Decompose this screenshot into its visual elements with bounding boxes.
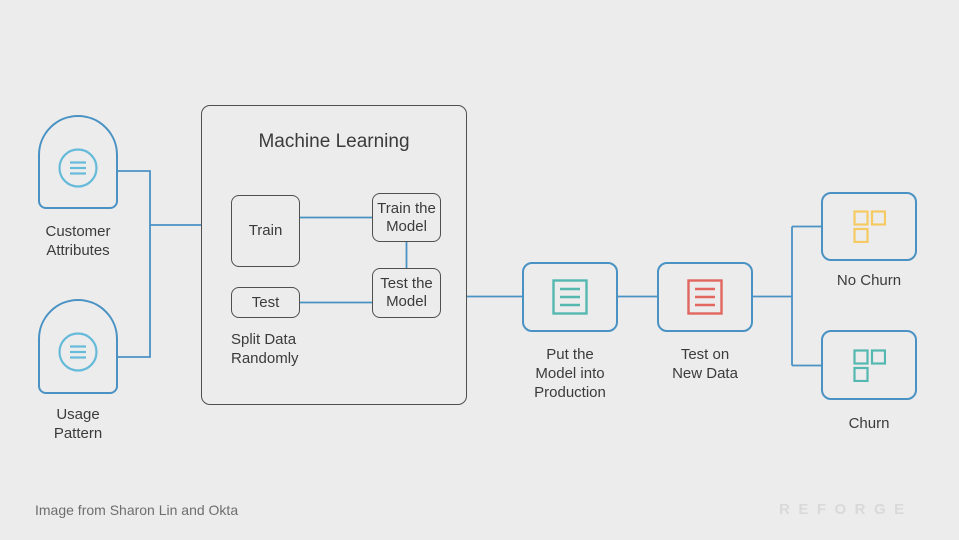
image-credit: Image from Sharon Lin and Okta xyxy=(35,502,239,518)
customer-attributes-label: Customer Attributes xyxy=(45,223,111,259)
usage-pattern-label: Usage Pattern xyxy=(53,406,103,442)
customer-attributes-node xyxy=(38,115,118,209)
category-squares-icon xyxy=(852,348,886,382)
list-circle-icon xyxy=(58,332,98,372)
connector-sources-trunk xyxy=(118,170,151,358)
test-box: Test xyxy=(231,287,300,318)
machine-learning-container: Machine Learning xyxy=(201,105,467,405)
test-new-data-label: Test on New Data xyxy=(672,346,738,382)
production-label: Put the Model into Production xyxy=(534,346,606,401)
no-churn-node xyxy=(821,192,917,261)
train-the-model-box: Train the Model xyxy=(372,193,441,242)
document-lines-icon xyxy=(687,279,723,315)
split-data-note: Split Data Randomly xyxy=(231,331,299,367)
usage-pattern-node xyxy=(38,299,118,394)
no-churn-label: No Churn xyxy=(836,272,902,289)
churn-label: Churn xyxy=(848,415,890,432)
document-lines-icon xyxy=(552,279,588,315)
reforge-logo: REFORGE xyxy=(779,501,913,518)
production-node xyxy=(522,262,618,332)
train-box: Train xyxy=(231,195,300,267)
list-circle-icon xyxy=(58,148,98,188)
test-the-model-box: Test the Model xyxy=(372,268,441,318)
churn-node xyxy=(821,330,917,400)
test-new-data-node xyxy=(657,262,753,332)
machine-learning-title: Machine Learning xyxy=(258,131,410,152)
category-squares-icon xyxy=(852,210,886,243)
